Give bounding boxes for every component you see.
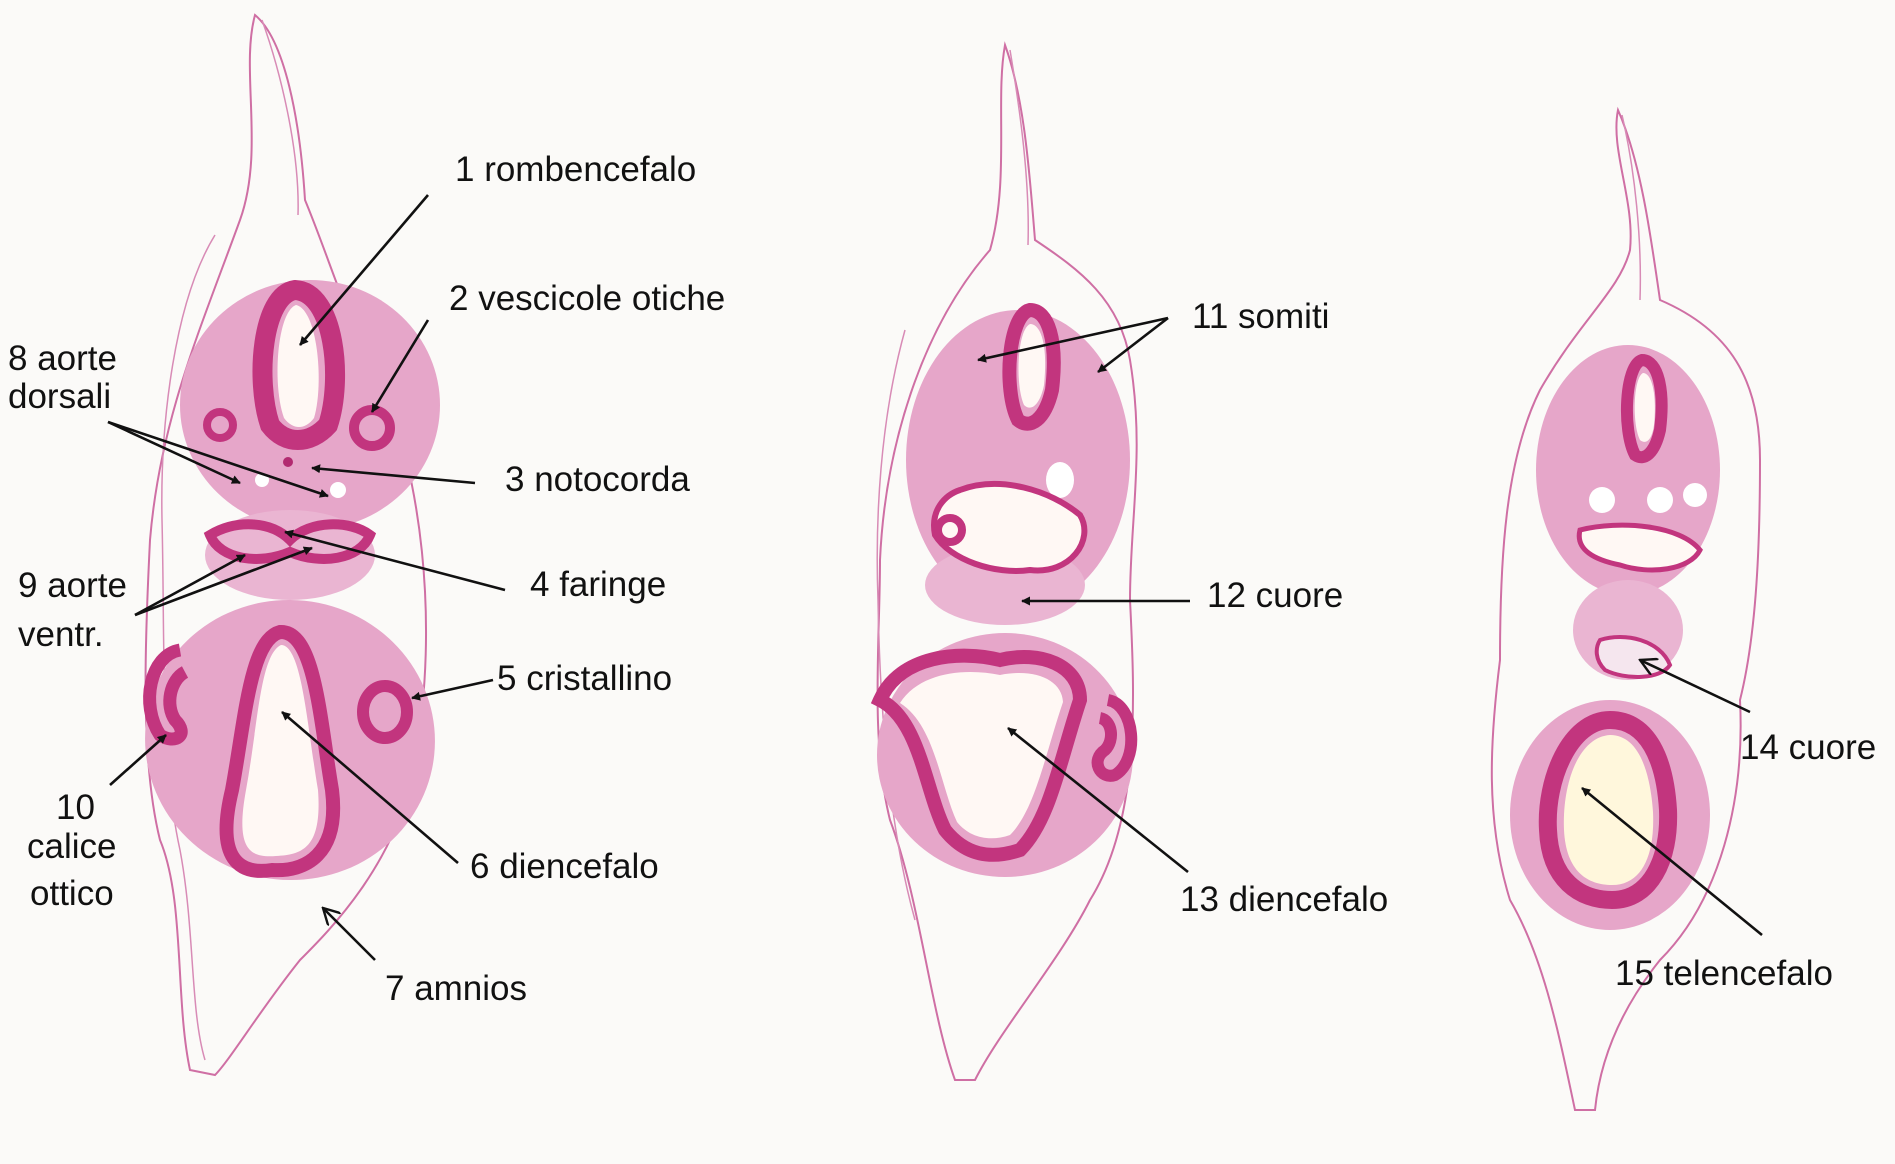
label-somiti: 11 somiti bbox=[1192, 297, 1329, 336]
label-aorte-ventr-line1: 9 aorte bbox=[18, 566, 127, 605]
label-cristallino: 5 cristallino bbox=[497, 659, 672, 698]
label-aorte-ventr-line2: ventr. bbox=[18, 615, 104, 654]
label-cuore-14: 14 cuore bbox=[1740, 728, 1876, 767]
label-diencefalo-13: 13 diencefalo bbox=[1180, 880, 1388, 919]
label-faringe: 4 faringe bbox=[530, 565, 666, 604]
label-calice-ottico-line2: calice bbox=[27, 827, 116, 866]
label-diencefalo-6: 6 diencefalo bbox=[470, 847, 659, 886]
label-vescicole-otiche: 2 vescicole otiche bbox=[449, 279, 725, 318]
section-2-embryo bbox=[877, 45, 1137, 1080]
pointer-7 bbox=[323, 908, 375, 960]
label-cuore-12: 12 cuore bbox=[1207, 576, 1343, 615]
pointer-14 bbox=[1640, 660, 1750, 712]
label-aorte-dorsali-line1: 8 aorte bbox=[8, 339, 117, 378]
label-calice-ottico-line3: ottico bbox=[30, 874, 114, 913]
label-aorte-dorsali-line2: dorsali bbox=[8, 377, 111, 416]
label-rombencefalo: 1 rombencefalo bbox=[455, 150, 696, 189]
label-telencefalo: 15 telencefalo bbox=[1615, 954, 1833, 993]
label-notocorda: 3 notocorda bbox=[505, 460, 690, 499]
label-calice-ottico-line1: 10 bbox=[56, 788, 95, 827]
label-amnios: 7 amnios bbox=[385, 969, 527, 1008]
section-1-embryo bbox=[131, 15, 449, 1075]
